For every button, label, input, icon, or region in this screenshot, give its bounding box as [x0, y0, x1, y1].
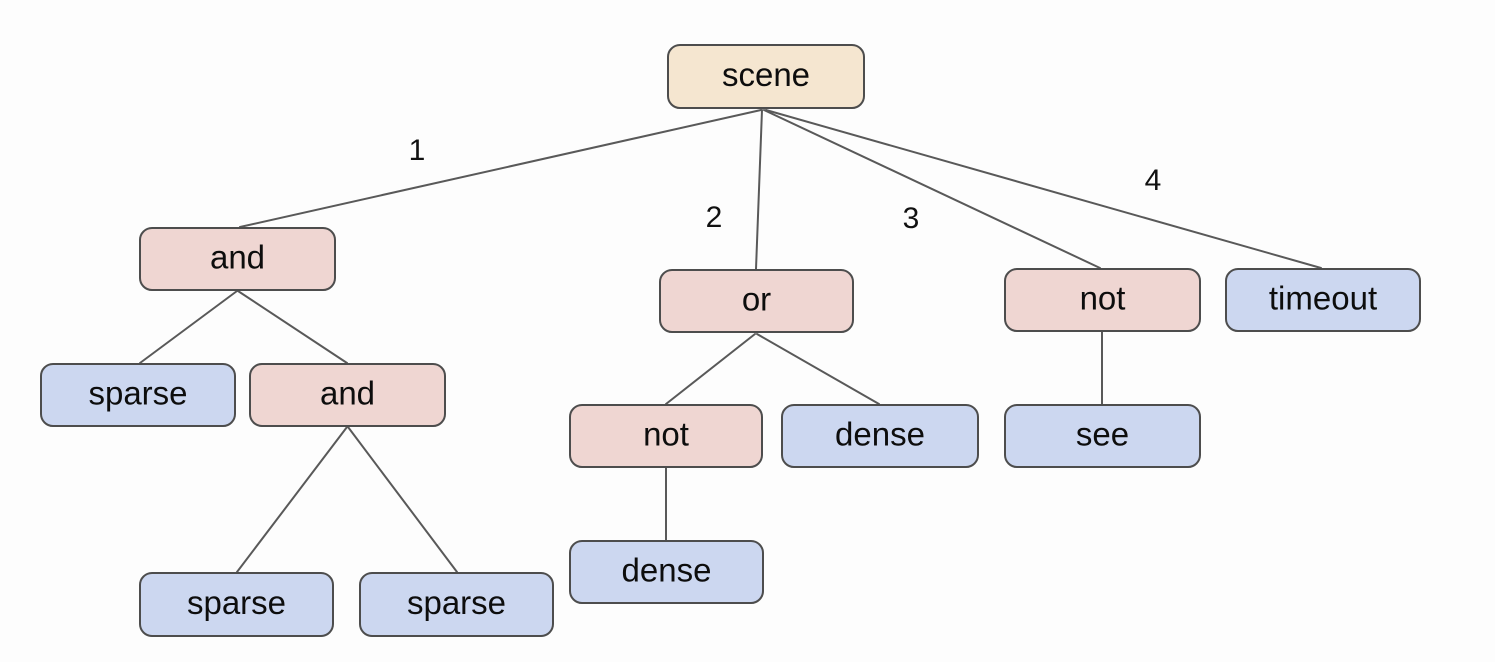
tree-edge-scene-to-timeout: [765, 109, 1322, 269]
tree-node-dense_mid[interactable]: dense: [781, 404, 979, 468]
node-box-sparse3[interactable]: [359, 572, 554, 637]
tree-node-sparse1[interactable]: sparse: [40, 363, 236, 427]
tree-node-or1[interactable]: or: [659, 269, 854, 333]
edge-label-3: 3: [903, 202, 920, 235]
tree-node-sparse2[interactable]: sparse: [139, 572, 334, 637]
tree-node-see[interactable]: see: [1004, 404, 1201, 468]
tree-node-sparse3[interactable]: sparse: [359, 572, 554, 637]
node-label-timeout: timeout: [1269, 280, 1377, 317]
nodes-layer: scene and or not timeout sparse and not dense see…: [40, 44, 1421, 637]
node-label-see: see: [1076, 416, 1129, 453]
tree-edge-and2-to-sparse2: [236, 426, 348, 573]
edge-label-2: 2: [706, 201, 723, 234]
tree-node-not_right[interactable]: not: [1004, 268, 1201, 332]
tree-edge-scene-to-not_right: [763, 109, 1101, 269]
node-box-sparse2[interactable]: [139, 572, 334, 637]
node-box-dense_mid[interactable]: [781, 404, 979, 468]
edge-label-4: 4: [1145, 164, 1162, 197]
tree-node-and2[interactable]: and: [249, 363, 446, 427]
node-box-and1[interactable]: [139, 227, 336, 291]
edges-layer: [139, 109, 1322, 573]
tree-edge-scene-to-and1: [239, 109, 762, 228]
node-label-dense_mid: dense: [835, 416, 925, 453]
node-box-dense_bot[interactable]: [569, 540, 764, 604]
node-box-sparse1[interactable]: [40, 363, 236, 427]
node-label-not_right: not: [1080, 280, 1126, 317]
node-box-or1[interactable]: [659, 269, 854, 333]
tree-edge-or1-to-not_mid: [665, 333, 756, 405]
node-label-dense_bot: dense: [622, 552, 712, 589]
tree-edge-scene-to-or1: [755, 109, 763, 270]
node-box-and2[interactable]: [249, 363, 446, 427]
tree-node-scene[interactable]: scene: [667, 44, 865, 109]
node-label-sparse3: sparse: [407, 584, 506, 621]
node-box-scene[interactable]: [667, 44, 865, 109]
tree-node-timeout[interactable]: timeout: [1225, 268, 1421, 332]
node-label-or1: or: [742, 281, 771, 318]
tree-edge-and2-to-sparse3: [347, 426, 458, 573]
node-label-sparse2: sparse: [187, 584, 286, 621]
node-box-timeout[interactable]: [1225, 268, 1421, 332]
node-label-and2: and: [320, 375, 375, 412]
node-box-see[interactable]: [1004, 404, 1201, 468]
tree-edge-or1-to-dense_mid: [756, 333, 880, 405]
edge-labels-layer: 1 2 3 4: [409, 134, 1162, 235]
tree-edge-and1-to-sparse1: [139, 290, 238, 364]
node-box-not_right[interactable]: [1004, 268, 1201, 332]
node-label-and1: and: [210, 239, 265, 276]
node-label-scene: scene: [722, 56, 810, 93]
tree-node-and1[interactable]: and: [139, 227, 336, 291]
tree-node-not_mid[interactable]: not: [569, 404, 763, 468]
tree-node-dense_bot[interactable]: dense: [569, 540, 764, 604]
edge-label-1: 1: [409, 134, 426, 167]
node-box-not_mid[interactable]: [569, 404, 763, 468]
node-label-not_mid: not: [643, 416, 689, 453]
node-label-sparse1: sparse: [88, 375, 187, 412]
tree-edge-and1-to-and2: [237, 290, 348, 364]
